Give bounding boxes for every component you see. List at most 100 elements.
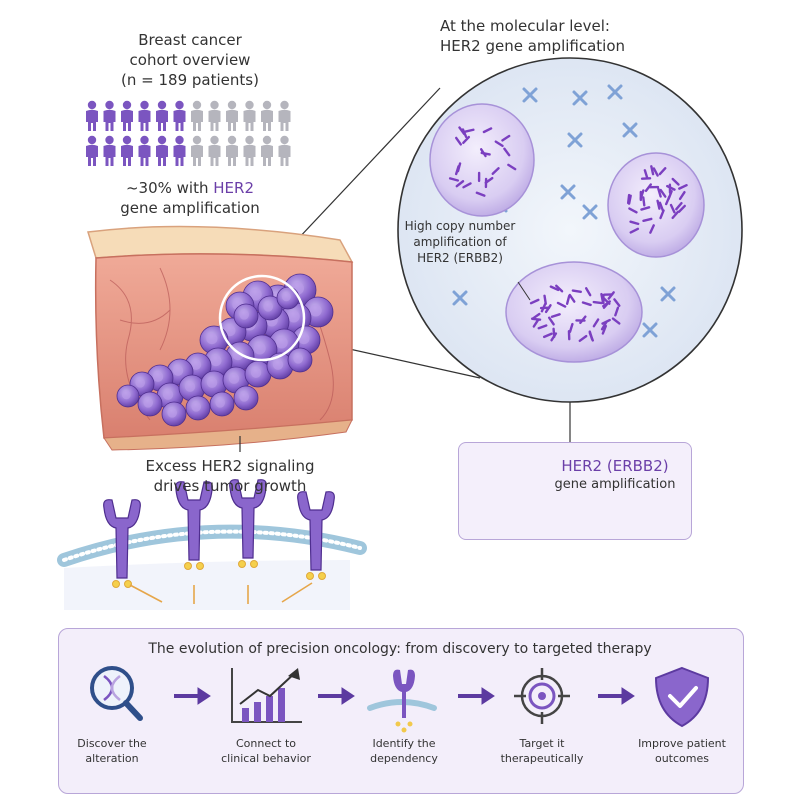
gene-copy	[530, 317, 542, 321]
tumor-cell-nucleus	[281, 292, 291, 302]
gene-copy	[671, 210, 680, 220]
gene-amplification-box	[458, 442, 692, 540]
gene-copy	[568, 293, 576, 303]
gene-copy	[592, 318, 600, 328]
tumor-cell-nucleus	[253, 342, 266, 355]
gene-copy	[626, 193, 631, 205]
her2-receptor	[229, 479, 267, 568]
gene-copy	[658, 167, 667, 176]
cohort-title-line-3: (n = 189 patients)	[121, 71, 259, 89]
tumor-cell-nucleus	[250, 367, 262, 378]
amp-label-line-3: HER2 (ERBB2)	[417, 251, 503, 265]
evolution-title: The evolution of precision oncology: fro…	[148, 641, 652, 657]
step-label-identify: Identify the dependency	[344, 736, 464, 766]
her2-receptor	[297, 491, 335, 580]
gene-copy	[542, 332, 553, 339]
nucleus-top-left	[429, 103, 535, 217]
stat-prefix: ~30% with	[125, 179, 214, 197]
gene-copy	[571, 289, 582, 294]
gene-copy	[659, 209, 665, 220]
gene-copy	[658, 201, 664, 212]
tumor-cell-nucleus	[206, 377, 218, 388]
gene-copy	[678, 190, 686, 201]
gene-copy	[614, 306, 620, 317]
gene-copy	[652, 167, 659, 177]
molecular-title-line-2: HER2 gene amplification	[440, 37, 626, 55]
step-4-line-1: Target it	[519, 737, 565, 750]
tumor-cell-nucleus	[184, 381, 196, 392]
gene-copy	[601, 324, 608, 335]
gene-copy	[555, 284, 564, 293]
gene-copy	[601, 318, 611, 325]
gene-copy	[602, 300, 612, 308]
gene-copy	[501, 134, 511, 142]
gene-copy	[671, 177, 680, 186]
chromosome	[607, 84, 623, 100]
amplified-gene-copies	[448, 126, 688, 343]
tumor-cell-nucleus	[249, 288, 262, 301]
gene-copy	[448, 177, 460, 182]
gene-copy	[475, 191, 486, 197]
cohort-title: Breast cancer cohort overview (n = 189 p…	[70, 30, 310, 90]
gene-copy	[584, 287, 592, 297]
tumor-cell-nucleus	[121, 390, 131, 400]
gene-copy	[547, 316, 555, 326]
gene-copy	[540, 302, 547, 313]
chromosome	[622, 122, 638, 138]
gene-copy	[643, 169, 649, 180]
cohort-title-line-1: Breast cancer	[138, 31, 242, 49]
step-label-target: Target it therapeutically	[482, 736, 602, 766]
amp-label-line-2: amplification of	[413, 235, 507, 249]
her2-stat: ~30% with HER2 gene amplification	[70, 178, 310, 218]
gene-copy	[581, 301, 592, 307]
gene-copy	[650, 165, 655, 176]
gene-copy	[482, 127, 493, 134]
gene-copy	[454, 165, 460, 176]
gene-copy	[642, 217, 653, 222]
gene-box-subtitle: gene amplification	[554, 477, 676, 492]
step-4-line-2: therapeutically	[500, 752, 584, 765]
gene-copy	[455, 180, 465, 188]
chromosome	[567, 132, 583, 148]
gene-copy	[491, 167, 500, 175]
gene-copy	[578, 334, 588, 343]
tumor-cell-nucleus	[167, 408, 177, 418]
chromosome	[572, 90, 588, 106]
tumor-cell-nucleus	[191, 402, 201, 412]
step-label-improve: Improve patient outcomes	[622, 736, 742, 766]
gene-copy	[600, 321, 608, 331]
gene-copy	[454, 136, 463, 146]
gene-copy	[565, 294, 571, 305]
gene-copy	[550, 313, 561, 318]
gene-copy	[543, 294, 547, 305]
tumor-cell-nucleus	[309, 304, 322, 317]
gene-copy	[462, 182, 472, 189]
gene-copy	[503, 147, 511, 157]
tissue-block	[87, 225, 354, 451]
gene-copy	[579, 315, 587, 325]
gene-copy	[600, 292, 605, 304]
tumor-cell-nucleus	[293, 354, 304, 364]
tumor-cell-nucleus	[135, 378, 145, 388]
tumor-cell-nucleus	[263, 302, 274, 312]
gene-copy	[639, 189, 645, 200]
signaling-line-1: Excess HER2 signaling	[145, 457, 315, 475]
gene-copy	[642, 196, 646, 207]
cohort-title-line-2: cohort overview	[129, 51, 251, 69]
step-5-line-1: Improve patient	[638, 737, 726, 750]
gene-copy	[659, 188, 667, 198]
tumor-cell-nucleus	[239, 310, 249, 320]
gene-copy	[611, 317, 621, 325]
molecular-title: At the molecular level: HER2 gene amplif…	[440, 16, 700, 56]
gene-copy	[677, 204, 686, 213]
step-label-connect: Connect to clinical behavior	[206, 736, 326, 766]
amp-label-line-1: High copy number	[404, 219, 516, 233]
gene-copy	[675, 201, 683, 211]
stat-gene: HER2	[213, 179, 254, 197]
tumor-cell-nucleus	[275, 336, 288, 349]
step-3-line-2: dependency	[370, 752, 438, 765]
cell-membrane	[57, 479, 367, 610]
her2-receptor	[175, 481, 213, 570]
zoom-circle	[397, 57, 743, 403]
